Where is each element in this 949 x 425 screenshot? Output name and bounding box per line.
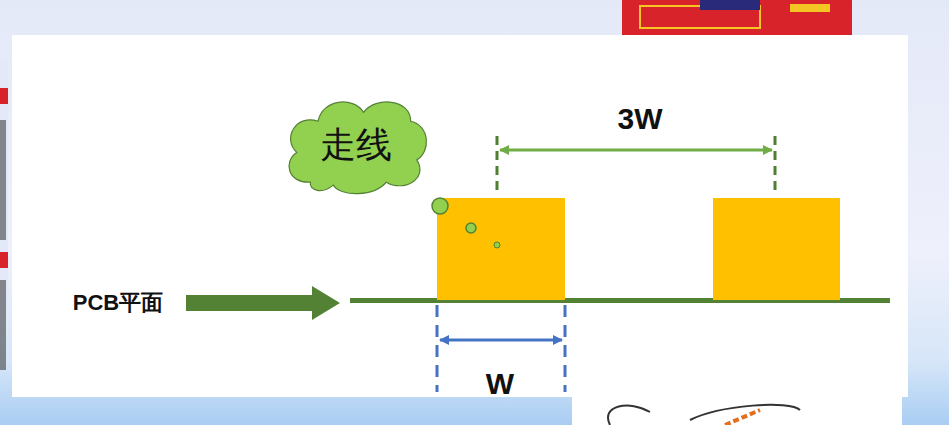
dimension-arrow [500, 149, 772, 152]
cloud-bubble: 走线 [280, 93, 432, 197]
dimension-arrow [440, 339, 562, 342]
dimension-label: PCB平面 [73, 291, 163, 315]
width-line [436, 305, 439, 392]
dimension-label: W [486, 367, 514, 400]
pcb-photo [622, 0, 852, 36]
slide-text-fragment [0, 88, 8, 104]
figure-fragment [572, 397, 902, 425]
center-line [496, 136, 499, 196]
center-line [774, 136, 777, 196]
figure-trace [725, 410, 760, 425]
figure-outline [608, 406, 650, 425]
slide-text-fragment [0, 252, 8, 268]
dimension-label: 3W [618, 102, 663, 135]
slide-text-fragment [0, 120, 6, 240]
width-line [564, 305, 567, 392]
pcb-pads [790, 4, 830, 12]
trace-block [713, 198, 840, 300]
pointer-arrow [186, 286, 340, 320]
white-panel [12, 35, 908, 397]
cloud-outline [289, 102, 426, 194]
thought-bubble [432, 198, 448, 214]
slide-text-fragment [0, 280, 6, 370]
thought-bubble [494, 242, 500, 248]
thought-bubble [466, 223, 476, 233]
trace-block [437, 198, 565, 300]
pcb-pads [700, 0, 760, 10]
cloud-text: 走线 [320, 125, 392, 165]
